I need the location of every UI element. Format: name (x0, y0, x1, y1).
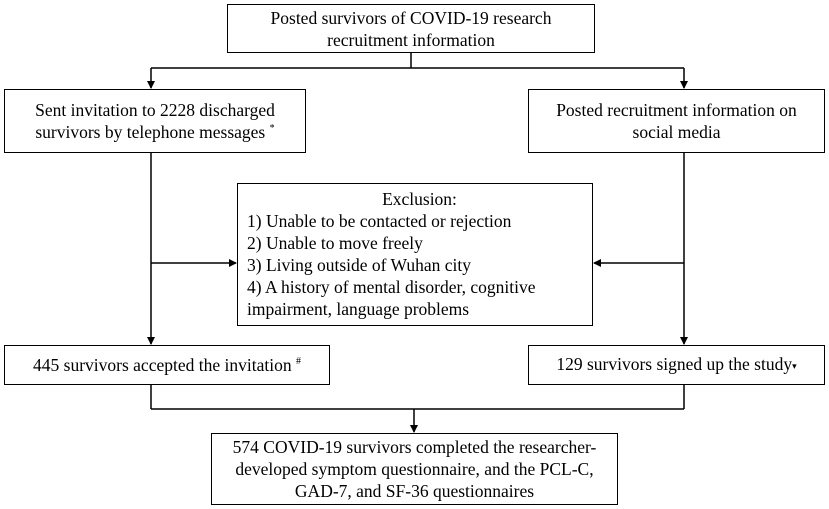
exclusion-item: 3) Living outside of Wuhan city (247, 255, 472, 275)
accepted-invitation-line: 445 survivors accepted the invitation # (33, 354, 301, 376)
accepted-invitation-text: 445 survivors accepted the invitation (33, 355, 292, 375)
signed-up-text: 129 survivors signed up the study (556, 354, 793, 374)
social-media-line-2: social media (632, 122, 721, 142)
completed-questionnaire-box: 574 COVID-19 survivors completed the res… (211, 433, 618, 505)
social-media-line-1: Posted recruitment information on (556, 100, 797, 120)
completed-line-1: 574 COVID-19 survivors completed the res… (232, 437, 597, 457)
exclusion-item: 1) Unable to be contacted or rejection (247, 211, 512, 231)
exclusion-title: Exclusion: (382, 189, 457, 209)
recruitment-info-line-2: recruitment information (327, 29, 495, 50)
telephone-invitation-line-2: survivors by telephone messages * (35, 121, 274, 143)
recruitment-info-box: Posted survivors of COVID-19 research re… (227, 4, 595, 53)
exclusion-item: impairment, language problems (247, 299, 470, 319)
exclusion-item: 4) A history of mental disorder, cogniti… (247, 277, 536, 297)
exclusion-criteria-box: Exclusion: 1) Unable to be contacted or … (237, 183, 593, 326)
asterisk-footnote-mark: * (269, 123, 275, 135)
completed-line-3: GAD-7, and SF-36 questionnaires (294, 481, 535, 501)
telephone-invitation-line-2-text: survivors by telephone messages (35, 122, 266, 142)
signed-up-box: 129 survivors signed up the study▾ (528, 345, 825, 385)
telephone-invitation-line-1: Sent invitation to 2228 discharged (35, 100, 275, 120)
exclusion-item: 2) Unable to move freely (247, 233, 423, 253)
social-media-box: Posted recruitment information on social… (528, 89, 825, 153)
hash-footnote-mark: # (295, 356, 301, 368)
triangle-footnote-mark: ▾ (792, 361, 797, 371)
signed-up-line: 129 survivors signed up the study▾ (556, 353, 796, 377)
completed-line-2: developed symptom questionnaire, and the… (235, 459, 594, 479)
accepted-invitation-box: 445 survivors accepted the invitation # (4, 345, 330, 385)
recruitment-info-line-1: Posted survivors of COVID-19 research (270, 7, 552, 28)
telephone-invitation-box: Sent invitation to 2228 discharged survi… (4, 89, 306, 153)
